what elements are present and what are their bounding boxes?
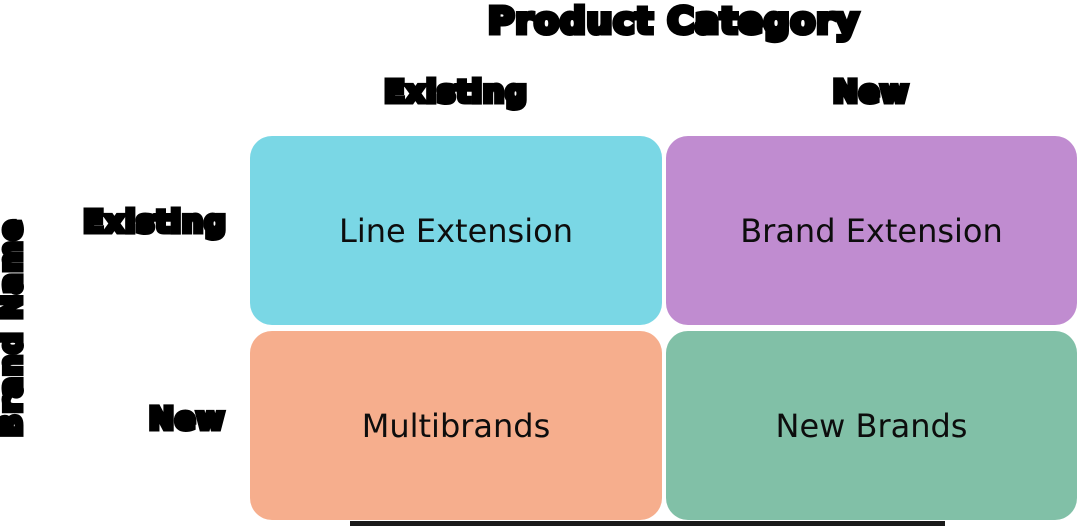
row-axis-label-brand-name: Brand Name bbox=[0, 216, 32, 439]
cell-line-extension-label: Line Extension bbox=[339, 211, 573, 250]
row-header-new: New bbox=[146, 400, 226, 440]
cell-brand-extension: Brand Extension bbox=[666, 136, 1077, 325]
cell-multibrands: Multibrands bbox=[250, 331, 662, 520]
cell-line-extension: Line Extension bbox=[250, 136, 662, 325]
matrix-title: Product Category bbox=[486, 0, 861, 45]
bottom-cropped-bar bbox=[350, 521, 945, 526]
cell-new-brands-label: New Brands bbox=[775, 406, 968, 445]
matrix-grid: Line Extension Brand Extension Multibran… bbox=[250, 136, 1077, 520]
cell-multibrands-label: Multibrands bbox=[361, 406, 551, 445]
column-header-new: New bbox=[830, 73, 910, 113]
row-header-existing: Existing bbox=[81, 203, 228, 243]
column-header-existing: Existing bbox=[382, 73, 529, 113]
cell-new-brands: New Brands bbox=[666, 331, 1077, 520]
cell-brand-extension-label: Brand Extension bbox=[740, 211, 1003, 250]
